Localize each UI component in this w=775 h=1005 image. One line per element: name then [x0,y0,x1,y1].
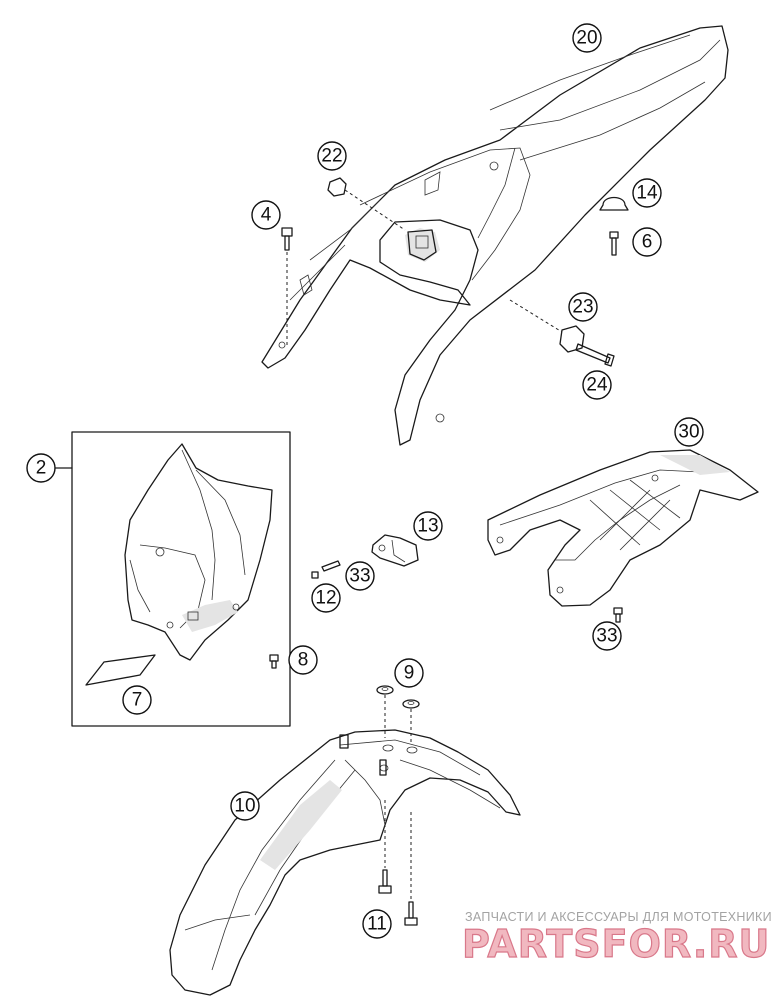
svg-text:4: 4 [261,205,272,226]
callout-6: 6 [632,227,662,257]
callout-7: 7 [122,685,152,715]
callout-9: 9 [394,658,424,688]
callout-33b: 33 [592,621,622,651]
callout-4: 4 [251,200,281,230]
svg-text:7: 7 [132,690,143,711]
callout-30: 30 [674,417,704,447]
watermark-logo: PARTSFOR.RU [462,922,770,966]
kit-box [71,431,291,727]
svg-text:8: 8 [298,650,309,671]
rear-guard [487,449,759,607]
callout-8: 8 [288,645,318,675]
callout-2: 2 [26,453,56,483]
svg-text:10: 10 [234,796,255,817]
washers-9 [376,685,420,742]
svg-text:23: 23 [572,297,593,318]
svg-text:9: 9 [404,663,415,684]
callout-10: 10 [230,791,260,821]
watermark-subtitle: ЗАПЧАСТИ И АКСЕССУАРЫ ДЛЯ МОТОТЕХНИКИ [465,910,772,924]
decal [85,654,156,686]
callout-11: 11 [362,909,392,939]
svg-text:11: 11 [367,914,387,935]
callout-23: 23 [568,292,598,322]
svg-text:6: 6 [642,232,653,253]
callout-24: 24 [582,370,612,400]
svg-text:20: 20 [576,28,597,49]
svg-text:14: 14 [636,183,658,204]
svg-text:33: 33 [349,566,370,587]
svg-text:24: 24 [586,375,608,396]
callout-13: 13 [413,511,443,541]
svg-text:13: 13 [417,516,438,537]
callout-14: 14 [632,178,662,208]
svg-text:33: 33 [596,626,617,647]
front-fender [169,729,521,996]
callout-12: 12 [311,583,341,613]
headlight-mask [124,443,273,661]
callout-22: 22 [317,141,347,171]
callout-20: 20 [572,23,602,53]
svg-text:30: 30 [678,422,699,443]
bolts-11 [378,800,418,926]
rear-fender [261,25,729,446]
screw-8 [269,654,279,669]
callout-33a: 33 [345,561,375,591]
svg-text:2: 2 [36,458,47,479]
screw-33b [613,607,623,623]
holder-13 [311,534,419,579]
svg-text:22: 22 [321,146,342,167]
svg-text:12: 12 [315,588,336,609]
rear-fender-fasteners [281,177,629,367]
